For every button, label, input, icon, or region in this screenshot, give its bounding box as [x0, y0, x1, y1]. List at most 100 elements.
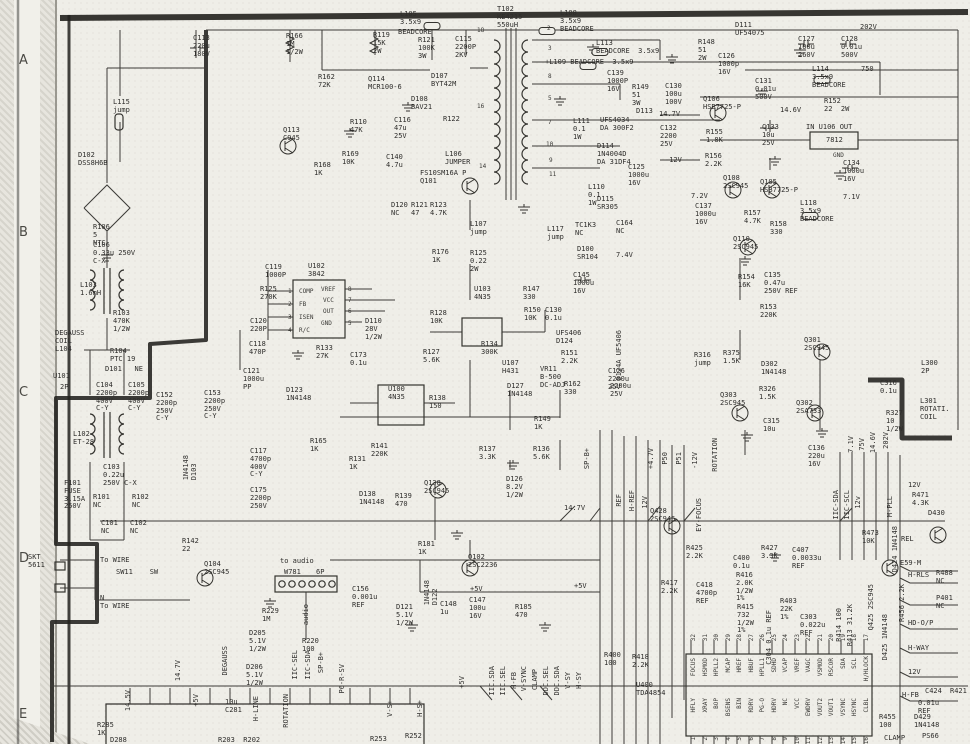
component-label: H/HLOCK	[863, 656, 870, 682]
component-label: R149 51 3W	[632, 83, 649, 107]
component-label: R456 2.2K	[898, 584, 906, 622]
component-label: 1	[690, 737, 697, 741]
component-label: C400 0.1u	[733, 554, 750, 570]
component-label: HD-O/P	[908, 619, 934, 627]
component-label: R149 1K	[534, 415, 551, 431]
component-label: Q114 MCR100-6	[368, 75, 402, 91]
component-label: R139 470	[395, 492, 412, 508]
component-label: 7.2V	[691, 192, 708, 200]
component-label: T102 KE4215 550uH	[497, 5, 523, 29]
component-label: Q428 2SC945	[650, 507, 676, 523]
component-label: 14	[479, 163, 487, 170]
component-label: 14.7V	[174, 660, 182, 682]
component-label: R488 NC	[936, 569, 953, 585]
component-label: R168 1K	[314, 161, 331, 177]
component-label: FS10SM16A P Q101	[420, 169, 467, 185]
component-label: 4	[725, 737, 732, 741]
component-label: L301 ROTATI. COIL	[920, 397, 950, 421]
component-label: R102 NC	[132, 493, 149, 509]
component-label: CLAMP	[884, 734, 906, 742]
component-label: HSYNC	[851, 698, 858, 717]
component-label: 7.1V	[843, 193, 860, 201]
frame-letter: E	[19, 707, 28, 722]
component-label: R326 1.5K	[759, 385, 776, 401]
component-label: 7.1V	[847, 436, 855, 453]
component-label: HPLL2	[713, 658, 720, 677]
component-label: C121 1000u PP	[243, 367, 265, 391]
component-label: C118 470P	[249, 340, 266, 356]
component-label: 12V	[908, 481, 921, 489]
component-label: 6P	[316, 568, 325, 576]
component-label: R417 2.2K	[661, 579, 678, 595]
component-label: L110 0.1 1W	[588, 183, 605, 207]
component-label: VAGC	[805, 658, 812, 673]
component-label: 6	[748, 737, 755, 741]
component-label: U100 4N35	[388, 385, 405, 401]
component-label: R101 NC	[93, 493, 110, 509]
component-label: C131 0.01u 500V	[755, 77, 777, 101]
component-label: VREF	[794, 658, 801, 673]
frame-letter: D	[19, 551, 30, 566]
component-label: C156 0.001u REF	[352, 585, 378, 609]
component-label: 21	[817, 634, 824, 642]
component-label: C148 1u	[440, 600, 457, 616]
component-label: C113 220u 180V	[193, 34, 210, 58]
component-label: BIN	[736, 698, 743, 709]
component-label: SKT 5611	[28, 553, 45, 569]
component-label: R375 1.5K	[723, 349, 740, 365]
component-label: 14	[840, 737, 847, 744]
component-label: R151 2.2K	[561, 349, 578, 365]
component-label: 29	[725, 634, 732, 642]
component-label: 14.5V	[124, 690, 132, 712]
component-label: L107 jump	[470, 220, 487, 236]
component-label: C133 10u 25V	[762, 123, 779, 147]
component-label: IIC-SDA	[304, 650, 312, 680]
frame-letter: C	[19, 385, 29, 400]
component-label: +5V	[470, 585, 483, 593]
component-label: H-SY	[575, 672, 583, 689]
component-label: UFS4034 DA 300F2	[600, 116, 634, 132]
component-label: SW11 SW	[116, 568, 159, 576]
component-label: 6	[348, 308, 352, 315]
component-label: H-FB	[902, 691, 919, 699]
component-label: 3	[713, 737, 720, 741]
component-label: HREF	[736, 658, 743, 673]
component-label: N To WIRE	[100, 594, 130, 610]
component-label: 1	[288, 288, 292, 295]
component-label: D111 UF54075	[735, 21, 765, 37]
component-label: R162 72K	[318, 73, 335, 89]
component-label: R455 100	[879, 713, 896, 729]
component-label: L102 ET-28	[73, 430, 95, 446]
component-label: H-RLS	[908, 571, 930, 579]
component-label: R133 27K	[316, 344, 333, 360]
component-label: C119 1000P	[265, 263, 287, 279]
component-label: C164 NC	[616, 219, 633, 235]
component-label: D425 1N4148	[881, 614, 889, 661]
component-label: R147 330	[523, 285, 540, 301]
component-label: R121 100K 3W	[418, 36, 435, 60]
component-label: 2200u 25V	[610, 382, 632, 398]
component-label: HBUF	[748, 658, 755, 673]
component-label: R185 470	[515, 603, 532, 619]
component-label: R122	[443, 115, 460, 123]
component-label: R156 2.2K	[705, 152, 722, 168]
component-label: REL	[901, 535, 914, 543]
component-label: D126 8.2V 1/2W	[506, 475, 523, 499]
component-label: R169 10K	[342, 150, 359, 166]
component-label: 7	[548, 119, 552, 126]
component-label: U101	[53, 372, 70, 380]
component-label: HPLL1	[759, 658, 766, 677]
component-label: 27	[748, 634, 755, 642]
component-label: C117 4700p 400V C-Y	[250, 447, 272, 479]
component-label: C126 1000p 16V	[718, 52, 740, 76]
component-label: 26	[759, 634, 766, 642]
component-label: VOUT2	[817, 698, 824, 717]
component-label: RDRV	[748, 698, 755, 713]
component-label: R425 2.2K	[686, 544, 703, 560]
component-label: To WIRE	[100, 556, 130, 564]
component-label: R123 4.7K	[430, 201, 447, 217]
component-label: C316 0.1u	[880, 379, 897, 395]
component-label: R473 10K	[862, 529, 879, 545]
component-label: R152 22 2W	[824, 97, 850, 113]
component-label: REF	[615, 494, 623, 507]
